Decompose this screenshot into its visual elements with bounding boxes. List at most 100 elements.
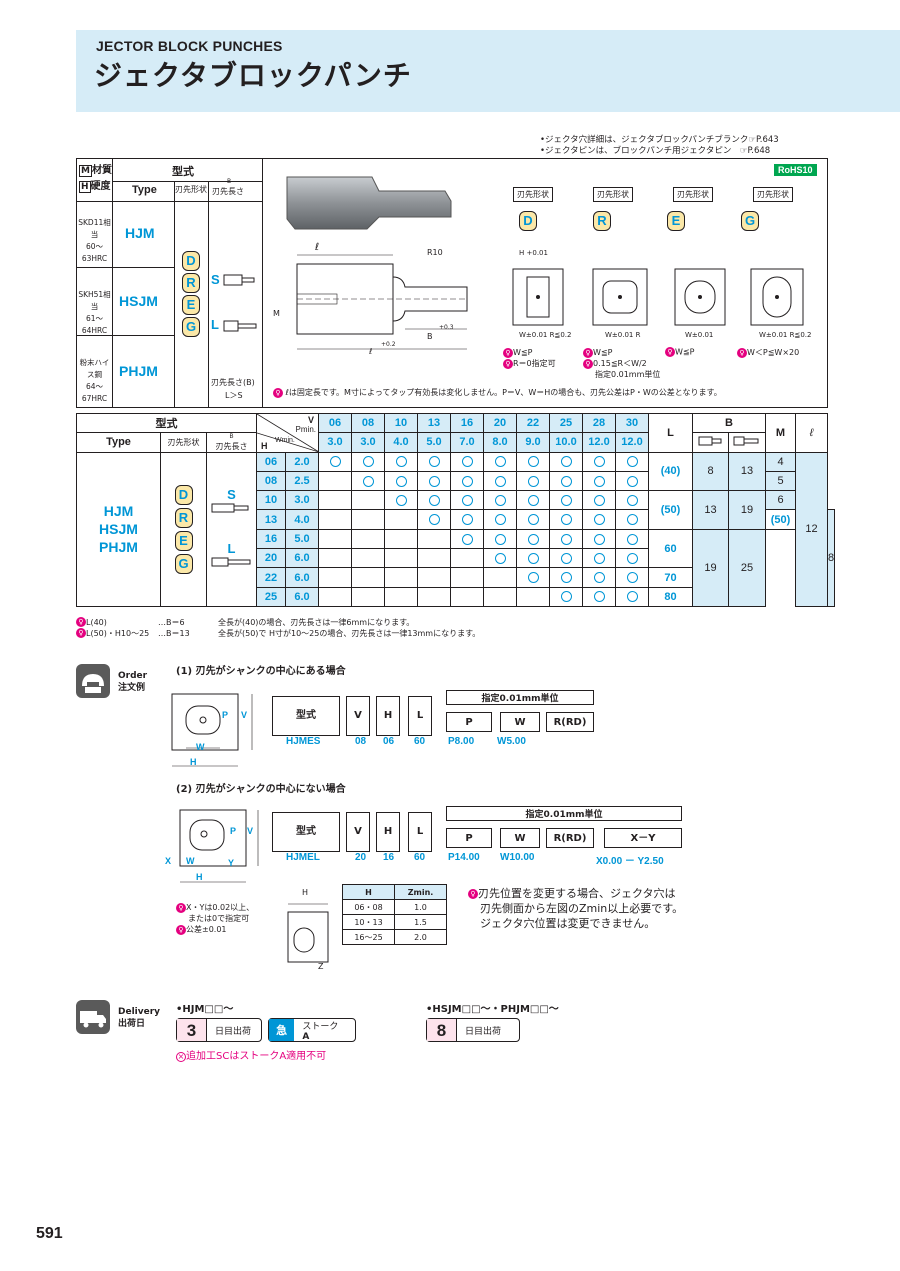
case1-box-p: P xyxy=(446,712,492,732)
availability-cell xyxy=(549,490,583,511)
available-circle-icon xyxy=(494,456,506,468)
wmin-value: 2.0 xyxy=(285,451,319,472)
h-value: 22 xyxy=(256,567,286,588)
drawing-b: B xyxy=(427,332,433,341)
order-case2-diagram xyxy=(179,809,259,883)
availability-cell xyxy=(615,490,649,511)
availability-cell xyxy=(417,451,451,472)
available-circle-icon xyxy=(428,475,440,487)
availability-cell xyxy=(516,586,550,607)
shape-note-r: ♀W≦P ♀0.15≦R＜W/2 指定0.01mm単位 xyxy=(583,347,660,380)
availability-cell xyxy=(450,548,484,569)
v-col: 20 xyxy=(483,412,517,434)
availability-cell xyxy=(417,528,451,550)
case1-box-v: V xyxy=(346,696,370,736)
availability-cell xyxy=(615,528,649,550)
availability-cell xyxy=(549,509,583,530)
type-phjm: PHJM xyxy=(119,363,158,379)
available-circle-icon xyxy=(593,475,605,487)
available-circle-icon xyxy=(329,456,341,468)
case1-ex-v: 08 xyxy=(355,736,367,747)
case2-box-model: 型式 xyxy=(272,812,340,852)
availability-cell xyxy=(549,567,583,588)
v-col: 13 xyxy=(417,412,451,434)
l-value: (50) xyxy=(765,509,796,530)
drawing-l-tol: +0.2 xyxy=(381,341,396,348)
tip-icon: ♀ xyxy=(176,924,186,935)
tip-icon: ♀ xyxy=(176,902,186,913)
available-circle-icon xyxy=(362,456,374,468)
v-col: 06 xyxy=(318,412,352,434)
available-circle-icon xyxy=(626,572,638,584)
available-circle-icon xyxy=(593,494,605,506)
available-circle-icon xyxy=(626,475,638,487)
case2-box-v: V xyxy=(346,812,370,852)
case1-ex-model: HJMES xyxy=(286,736,321,747)
available-circle-icon xyxy=(527,475,539,487)
wmin-value: 6.0 xyxy=(285,548,319,569)
case1-box-l: L xyxy=(408,696,432,736)
h-value: 10 xyxy=(256,490,286,511)
availability-cell xyxy=(450,470,484,492)
availability-cell xyxy=(582,490,616,511)
availability-cell xyxy=(417,567,451,588)
b-short-icon xyxy=(692,432,729,453)
top-note-1: •ジェクタ穴詳細は、ジェクタブロックパンチブランク☞P.643 xyxy=(540,135,779,145)
express-icon: 急 xyxy=(269,1019,295,1041)
spec-table: 型式 V Pmin. H Wmin. 06 08 10 13 16 20 22 … xyxy=(76,412,836,607)
available-circle-icon xyxy=(560,533,572,545)
case2-w: W xyxy=(186,856,195,866)
available-circle-icon xyxy=(626,494,638,506)
shape-view-tags: 刃先形状 刃先形状 刃先形状 刃先形状 xyxy=(513,187,793,202)
pmin-col: 3.0 xyxy=(318,432,352,453)
length-note-1: 刃先長さ(B) xyxy=(211,378,255,387)
availability-cell xyxy=(549,586,583,607)
case1-w: W xyxy=(196,742,205,752)
shape-tag-e: 刃先形状 xyxy=(673,187,713,202)
availability-cell xyxy=(483,470,517,492)
punch-drawing xyxy=(286,176,468,350)
case2-box-r: R(RD) xyxy=(546,828,594,848)
b-value: 8 xyxy=(692,451,729,492)
v-col: 10 xyxy=(384,412,418,434)
m-value: 6 xyxy=(765,490,796,511)
shape-badge-e: E xyxy=(182,295,200,315)
shape-view-drawings xyxy=(512,268,804,326)
availability-cell xyxy=(318,470,352,492)
available-circle-icon xyxy=(560,514,572,526)
case2-y: Y xyxy=(228,858,235,868)
delivery-stroke-box: 急 ストーク A xyxy=(268,1018,356,1042)
pmin-col: 7.0 xyxy=(450,432,484,453)
b-value: 19 xyxy=(728,490,766,530)
case1-h: H xyxy=(190,757,197,767)
h-value: 25 xyxy=(256,586,286,607)
pmin-col: 12.0 xyxy=(582,432,616,453)
availability-cell xyxy=(351,451,385,472)
available-circle-icon xyxy=(560,494,572,506)
header-band xyxy=(76,30,900,112)
tip-icon: ♀ xyxy=(503,358,513,369)
pmin-col: 8.0 xyxy=(483,432,517,453)
length-s: S xyxy=(211,272,220,287)
shape-badge-r: R xyxy=(182,273,200,293)
case2-h: H xyxy=(196,872,203,882)
shape-tag-r: 刃先形状 xyxy=(593,187,633,202)
availability-cell xyxy=(450,528,484,550)
available-circle-icon xyxy=(395,456,407,468)
availability-cell xyxy=(516,509,550,530)
availability-cell xyxy=(483,490,517,511)
availability-cell xyxy=(351,509,385,530)
spec-head-m: M xyxy=(765,413,796,453)
availability-cell xyxy=(483,567,517,588)
case1-ex-p: P8.00 xyxy=(448,736,475,747)
spec-head-ell: ℓ xyxy=(795,413,828,453)
case2-unit-note: 指定0.01mm単位 xyxy=(446,806,682,821)
availability-cell xyxy=(351,490,385,511)
available-circle-icon xyxy=(560,591,572,603)
b-value: 19 xyxy=(692,528,729,607)
spec-head-b: B xyxy=(692,412,766,434)
